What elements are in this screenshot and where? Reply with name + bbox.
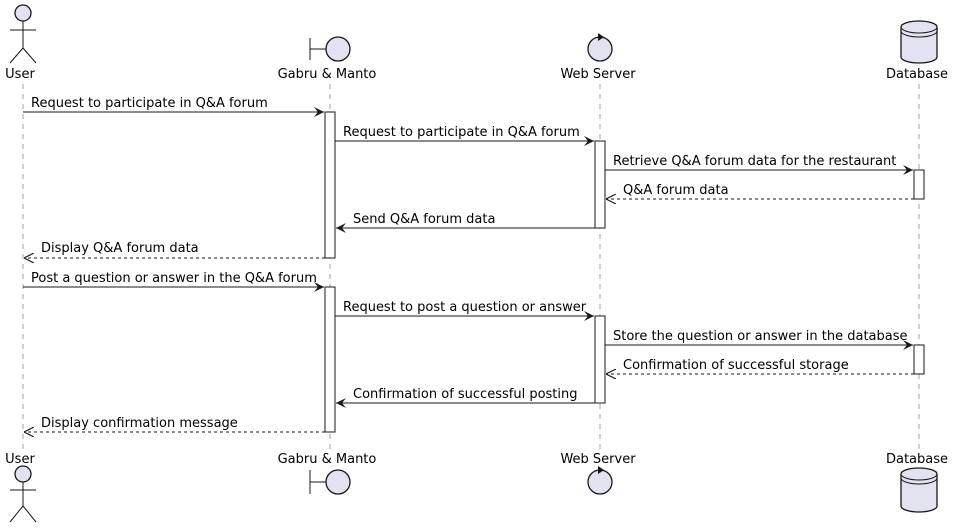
- message-label: Post a question or answer in the Q&A for…: [31, 271, 317, 286]
- messages: Request to participate in Q&A forum Requ…: [23, 96, 914, 432]
- message-label: Store the question or answer in the data…: [613, 329, 908, 344]
- control-icon: [587, 466, 613, 495]
- participant-label-user: User: [5, 67, 35, 82]
- database-icon: [900, 467, 938, 513]
- activation-bars: [324, 111, 925, 433]
- boundary-icon: [309, 36, 351, 62]
- database-icon: [900, 20, 938, 64]
- boundary-icon: [309, 469, 351, 495]
- message-label: Send Q&A forum data: [353, 212, 495, 227]
- actor-icon: [9, 465, 37, 523]
- message-label: Confirmation of successful posting: [353, 387, 578, 402]
- activation-gabru-1: [324, 111, 336, 259]
- control-icon: [587, 33, 613, 62]
- participant-label-database-bottom: Database: [886, 452, 948, 467]
- participant-label-gabru-manto-bottom: Gabru & Manto: [278, 452, 377, 467]
- message-label: Q&A forum data: [623, 183, 729, 198]
- message-label: Request to participate in Q&A forum: [31, 96, 268, 111]
- participants-top: User Gabru & Manto Web Server Database: [5, 4, 948, 82]
- activation-gabru-2: [324, 286, 336, 433]
- activation-db-1: [913, 169, 925, 200]
- message-label: Confirmation of successful storage: [623, 358, 849, 373]
- activation-db-2: [913, 344, 925, 375]
- participant-label-gabru-manto: Gabru & Manto: [278, 67, 377, 82]
- activation-server-2: [594, 315, 606, 404]
- message-label: Retrieve Q&A forum data for the restaura…: [613, 154, 896, 169]
- participant-label-user-bottom: User: [5, 452, 35, 467]
- activation-server-1: [594, 140, 606, 229]
- actor-icon: [9, 4, 37, 64]
- message-label: Display Q&A forum data: [41, 241, 199, 256]
- message-label: Request to participate in Q&A forum: [343, 125, 580, 140]
- participant-label-web-server: Web Server: [560, 67, 636, 82]
- participants-bottom: User Gabru & Manto Web Server Database: [5, 452, 948, 523]
- participant-label-database: Database: [886, 67, 948, 82]
- message-label: Display confirmation message: [41, 416, 238, 431]
- participant-label-web-server-bottom: Web Server: [560, 452, 636, 467]
- message-label: Request to post a question or answer: [343, 300, 587, 315]
